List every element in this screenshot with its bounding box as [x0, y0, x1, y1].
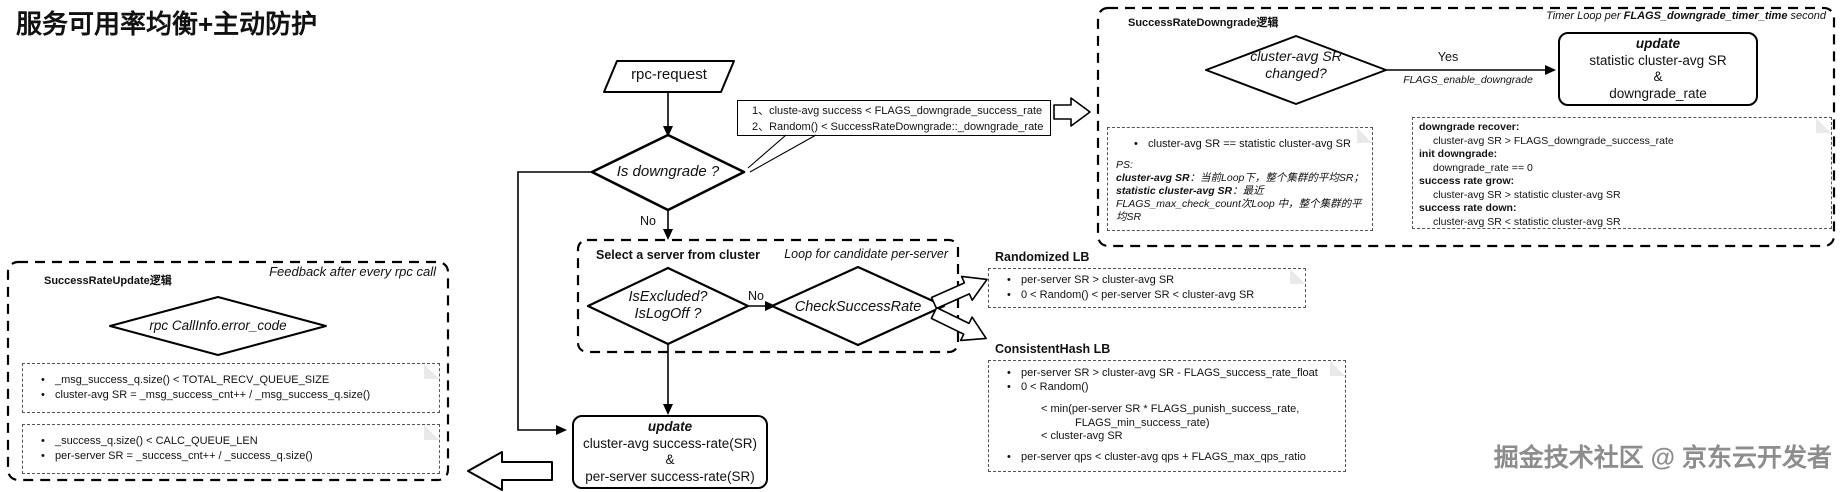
rule-header: downgrade recover:	[1419, 121, 1520, 133]
arrowhead	[663, 229, 673, 240]
randomized-rule: 0 < Random() < per-server SR < cluster-a…	[989, 288, 1305, 303]
rule-value: downgrade_rate == 0	[1433, 161, 1533, 174]
definition-line: statistic cluster-avg SR：最近FLAGS_max_che…	[1116, 185, 1364, 224]
callout-line	[749, 134, 817, 173]
randomized-lb-title: Randomized LB	[995, 250, 1090, 264]
randomized-rule: per-server SR > cluster-avg SR	[989, 273, 1305, 288]
block-arrow-randomized	[930, 275, 988, 310]
rule-value: cluster-avg SR > FLAGS_downgrade_success…	[1433, 134, 1674, 147]
select-server-container-border	[576, 238, 960, 354]
rule-value: cluster-avg SR > statistic cluster-avg S…	[1433, 188, 1621, 201]
sr-changed-label: cluster-avg SR changed?	[1206, 48, 1386, 82]
select-server-title: Select a server from cluster	[596, 248, 760, 262]
consistenthash-rule: per-server qps < cluster-avg qps + FLAGS…	[989, 451, 1345, 465]
update-amp: &	[665, 452, 675, 467]
timer-suffix: second	[1787, 10, 1826, 22]
is-downgrade-label: Is downgrade ?	[616, 163, 720, 180]
consistenthash-rule: < min(per-server SR * FLAGS_punish_succe…	[1041, 403, 1300, 415]
consistenthash-rule: FLAGS_min_success_rate)	[1075, 416, 1210, 429]
is-excluded-label: IsExcluded? IsLogOff ?	[588, 289, 748, 323]
update-amp: &	[1653, 69, 1663, 84]
note-line: per-server SR = _success_cnt++ / _succes…	[23, 449, 439, 464]
update-line: statistic cluster-avg SR	[1589, 52, 1727, 68]
block-arrow-consistenthash	[930, 306, 987, 342]
update-sr-box: update cluster-avg success-rate(SR) & pe…	[572, 415, 768, 489]
sr-changed-line2: changed?	[1265, 65, 1327, 81]
start-parallelogram	[603, 60, 735, 93]
rule-header: init downgrade:	[1419, 148, 1498, 160]
bypass-line	[517, 171, 592, 431]
arrowhead	[556, 425, 567, 435]
consistenthash-rule: per-server SR > cluster-avg SR - FLAGS_s…	[989, 367, 1345, 381]
rule-value: cluster-avg SR < statistic cluster-avg S…	[1433, 215, 1621, 228]
is-excluded-line1: IsExcluded?	[628, 289, 708, 305]
update-title: update	[647, 419, 693, 434]
downgrade-conditions-note: 1、cluste-avg success < FLAGS_downgrade_s…	[737, 100, 1051, 136]
block-arrow-to-downgrade-logic	[1053, 97, 1091, 127]
definition-rest: ：当前Loop下，整个集群的平均SR；	[1189, 172, 1364, 184]
arrowhead	[663, 126, 673, 137]
consistenthash-rule: < cluster-avg SR	[1041, 430, 1123, 442]
no-label2: No	[748, 289, 764, 303]
update-line: downgrade_rate	[1609, 85, 1707, 101]
rule-header: success rate down:	[1419, 202, 1517, 214]
note-line: _msg_success_q.size() < TOTAL_RECV_QUEUE…	[23, 373, 439, 388]
randomized-lb-note: per-server SR > cluster-avg SR 0 < Rando…	[988, 268, 1306, 308]
update-line: per-server success-rate(SR)	[585, 468, 755, 484]
diamond-is-excluded	[586, 266, 750, 346]
arrowhead	[1545, 65, 1556, 75]
diamond-rpc-callinfo	[109, 296, 327, 356]
definition-line: cluster-avg SR：当前Loop下，整个集群的平均SR；	[1116, 172, 1364, 185]
ps-label: PS:	[1116, 159, 1133, 171]
sr-update-container-border	[6, 260, 450, 482]
rule-header: success rate grow:	[1419, 175, 1515, 187]
update-line: cluster-avg success-rate(SR)	[582, 435, 758, 451]
note-line: _success_q.size() < CALC_QUEUE_LEN	[23, 434, 439, 449]
consistenthash-lb-note: per-server SR > cluster-avg SR - FLAGS_s…	[988, 360, 1346, 472]
note-line: cluster-avg SR = _msg_success_cnt++ / _m…	[23, 388, 439, 403]
timer-flag: FLAGS_downgrade_timer_time	[1623, 10, 1788, 22]
start-node-label: rpc-request	[631, 66, 707, 83]
per-server-sr-note: _success_q.size() < CALC_QUEUE_LEN per-s…	[22, 424, 440, 474]
diamond-check-success-rate	[770, 265, 946, 347]
check-success-rate-label: CheckSuccessRate	[794, 299, 922, 315]
callout-line	[747, 134, 787, 169]
definition-rest: ：最近FLAGS_max_check_count次Loop 中，整个集群的平均S…	[1116, 185, 1362, 223]
no-label: No	[640, 214, 656, 228]
sr-changed-line1: cluster-avg SR	[1250, 48, 1342, 64]
rpc-callinfo-label: rpc CallInfo.error_code	[149, 318, 287, 333]
definition-term: cluster-avg SR	[1116, 172, 1190, 184]
consistenthash-lb-title: ConsistentHash LB	[995, 342, 1111, 356]
condition-line: 2、Random() < SuccessRateDowngrade::_down…	[752, 121, 1044, 133]
yes-label: Yes	[1437, 50, 1459, 64]
sr-update-label: SuccessRateUpdate逻辑	[44, 275, 172, 287]
sr-definition-note: cluster-avg SR == statistic cluster-avg …	[1107, 127, 1373, 231]
timer-prefix: Timer Loop per	[1546, 10, 1624, 22]
timer-loop-caption: Timer Loop per FLAGS_downgrade_timer_tim…	[1500, 10, 1826, 22]
page-title: 服务可用率均衡+主动防护	[16, 9, 318, 39]
feedback-caption: Feedback after every rpc call	[269, 264, 436, 279]
update-title: update	[1635, 36, 1681, 51]
note-line: cluster-avg SR == statistic cluster-avg …	[1116, 138, 1364, 151]
loop-caption: Loop for candidate per-server	[784, 247, 948, 261]
cluster-sr-note: _msg_success_q.size() < TOTAL_RECV_QUEUE…	[22, 363, 440, 413]
diamond-sr-changed	[1205, 35, 1387, 105]
sr-downgrade-container-border	[1096, 6, 1836, 248]
condition-line: 1、cluste-avg success < FLAGS_downgrade_s…	[752, 105, 1043, 117]
consistenthash-rule: 0 < Random()	[989, 381, 1345, 395]
sr-downgrade-label: SuccessRateDowngrade逻辑	[1128, 17, 1279, 29]
watermark: 掘金技术社区 @ 京东云开发者	[1493, 444, 1832, 472]
update-statistic-box: update statistic cluster-avg SR & downgr…	[1558, 32, 1758, 106]
definition-term: statistic cluster-avg SR	[1116, 185, 1233, 197]
arrowhead	[765, 301, 776, 311]
arrowhead	[663, 404, 673, 415]
block-arrow-to-update-logic	[467, 451, 553, 491]
is-excluded-line2: IsLogOff ?	[634, 306, 702, 322]
enable-downgrade-label: FLAGS_enable_downgrade	[1403, 74, 1533, 86]
downgrade-rules-note: downgrade recover: cluster-avg SR > FLAG…	[1412, 117, 1832, 229]
